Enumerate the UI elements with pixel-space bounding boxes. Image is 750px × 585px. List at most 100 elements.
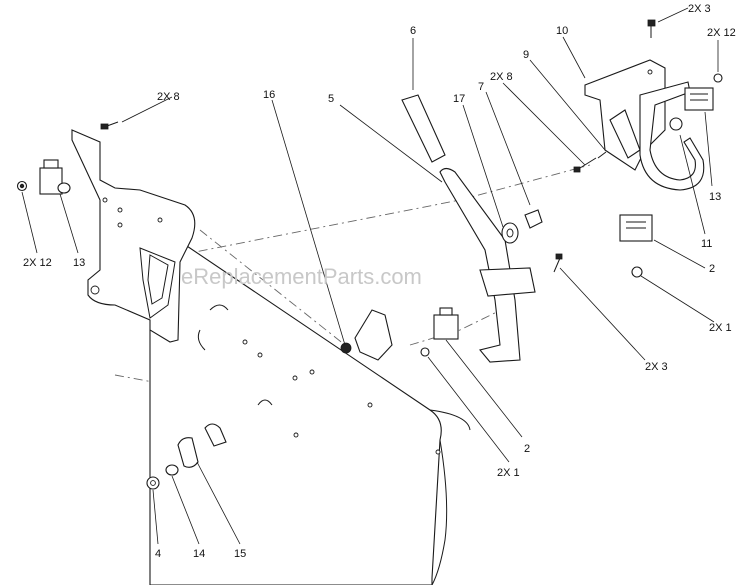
callout-7: 7	[478, 81, 484, 93]
left-switch-assembly	[16, 121, 119, 195]
callout-2x8-mid: 2X 8	[490, 71, 513, 83]
left-switch-plunger	[57, 182, 71, 194]
right-top-switch-body	[684, 87, 714, 111]
leader-4	[152, 489, 159, 545]
bracket-16-spacer-icon	[340, 342, 352, 354]
frame-hole	[367, 402, 373, 408]
callout-13-left: 13	[73, 257, 85, 269]
frame-slot	[257, 399, 273, 406]
callout-2x12-top: 2X 12	[707, 27, 736, 39]
leader-7	[485, 91, 531, 206]
screw-2x8-mid-icon	[579, 157, 597, 169]
right-switch-lower	[619, 214, 653, 278]
leader-2x8-mid	[502, 82, 586, 166]
callout-17: 17	[453, 93, 465, 105]
clip-15-mount	[204, 423, 227, 447]
mount-plate-hole	[117, 207, 123, 213]
right-switch-top	[647, 19, 723, 111]
bracket-16	[354, 309, 393, 361]
callout-2x3-top: 2X 3	[688, 3, 711, 15]
callout-2-mid: 2	[524, 443, 530, 455]
leader-2-right	[653, 239, 706, 269]
callout-13-right: 13	[709, 191, 721, 203]
watermark-text: eReplacementParts.com	[181, 264, 422, 289]
hook-bolt-head-icon	[669, 117, 683, 131]
frame-hole	[435, 449, 441, 455]
callout-4: 4	[155, 548, 161, 560]
right-hook	[639, 81, 705, 191]
screw-2x8-head-icon	[573, 166, 581, 173]
callout-2x12-left: 2X 12	[23, 257, 52, 269]
leader-2-mid	[445, 339, 523, 438]
right-lower-nut-icon	[631, 266, 643, 278]
right-lower-switch-ribs	[626, 221, 646, 229]
left-switch-top	[43, 159, 59, 169]
nut-4-hole-icon	[150, 480, 156, 486]
callout-labels: 2X 3 2X 12 10 6 9 2X 8 7 17 5 16 2X 8 13…	[23, 3, 736, 560]
mount-plate-hole	[157, 217, 163, 223]
grip-sleeve	[401, 94, 446, 163]
frame-plate	[149, 239, 442, 585]
callout-6: 6	[410, 25, 416, 37]
middle-nut-icon	[420, 347, 430, 357]
washer-14-icon	[165, 464, 179, 476]
screw-9-icon	[597, 151, 607, 159]
callout-10: 10	[556, 25, 568, 37]
callout-2x3-mid: 2X 3	[645, 361, 668, 373]
center-line-upper	[179, 164, 591, 256]
lever-arm	[439, 167, 521, 363]
bolt-7-head-icon	[524, 209, 543, 229]
roller-15	[177, 437, 199, 468]
frame-slot	[209, 304, 229, 311]
leader-2x8-left	[121, 96, 173, 123]
leader-14	[171, 475, 200, 545]
top-screw-head-icon	[647, 19, 656, 27]
leader-5	[339, 104, 443, 183]
bracket-10-hole	[647, 69, 653, 75]
leader-13-left	[59, 193, 79, 254]
leader-2x12-left	[21, 191, 38, 254]
callout-2-right: 2	[709, 263, 715, 275]
lever-assembly	[439, 167, 536, 363]
leader-17	[462, 104, 504, 228]
callout-2x8-left: 2X 8	[157, 91, 180, 103]
center-line-diagonal	[199, 229, 346, 346]
callout-16: 16	[263, 89, 275, 101]
callout-5: 5	[328, 93, 334, 105]
callout-15: 15	[234, 548, 246, 560]
left-mount-plate	[71, 129, 196, 343]
middle-switch-assembly	[420, 307, 459, 357]
leader-10	[562, 36, 586, 79]
middle-switch-body	[433, 314, 459, 340]
washer-17-hole-icon	[506, 228, 514, 238]
frame-body	[149, 239, 471, 585]
right-top-nut-icon	[713, 73, 723, 83]
screw-2x3-head-icon	[555, 253, 563, 260]
handle-grip	[401, 94, 446, 163]
callout-2x1-mid: 2X 1	[497, 467, 520, 479]
leader-2x1-mid	[427, 356, 510, 463]
screw-2x3-mid-icon	[553, 257, 561, 273]
frame-hole	[309, 369, 315, 375]
mount-plate-cutout-inner	[147, 254, 169, 305]
mount-plate-hole	[117, 222, 123, 228]
frame-break-edge	[431, 439, 448, 585]
center-line-mid	[409, 307, 506, 346]
hook-11	[639, 81, 705, 191]
mount-plate-hole	[102, 197, 108, 203]
leader-15	[196, 461, 241, 545]
left-screw-head-icon	[100, 123, 109, 130]
mount-plate-cutout	[139, 247, 176, 319]
pivot-hardware	[501, 209, 543, 244]
callout-11: 11	[701, 238, 712, 250]
lower-hardware	[146, 423, 227, 490]
frame-hole	[257, 352, 263, 358]
frame-hole	[242, 339, 248, 345]
left-screw-icon	[106, 121, 119, 127]
mount-plate-body	[71, 129, 196, 343]
left-nut-hole-icon	[19, 183, 25, 189]
leader-lines	[21, 7, 719, 545]
leader-9	[529, 59, 606, 151]
